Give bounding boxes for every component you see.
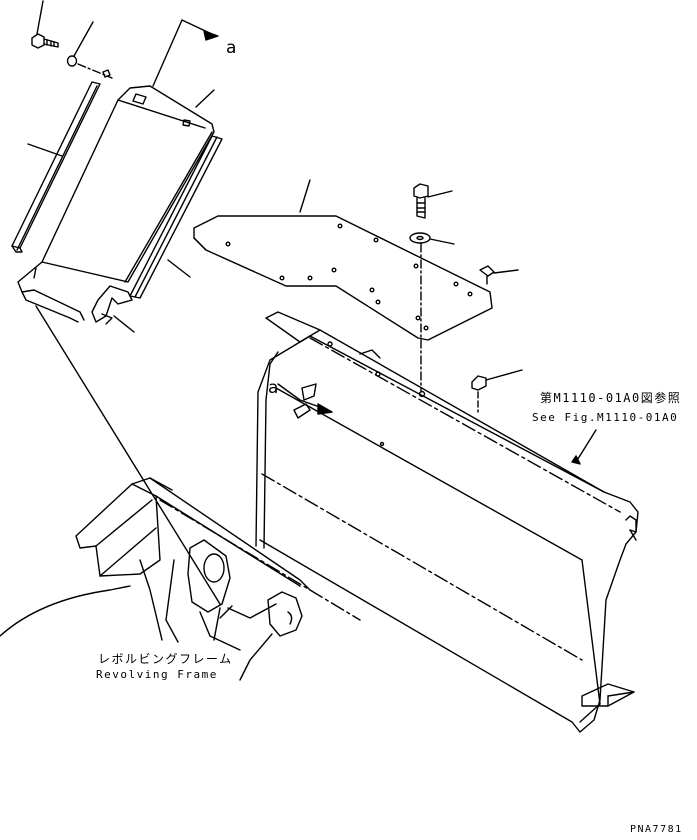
bolt-top-left [31, 33, 59, 49]
clip-small [102, 69, 111, 78]
hood-body [255, 311, 639, 733]
bolt-plate [413, 183, 429, 219]
drawing-number: PNA7781 [630, 824, 683, 835]
frame-label-jp: レボルビングフレーム [98, 652, 233, 666]
seal-strip-left [11, 81, 101, 253]
leader-frame [35, 305, 221, 605]
washer-top-left [66, 55, 78, 67]
hood-notch [293, 383, 317, 419]
leader-rubber-cap [485, 369, 523, 381]
view-label-top: a [226, 38, 237, 58]
leader-bolt-top-left [36, 0, 44, 35]
leader-bolt-plate [427, 190, 453, 198]
leader-ref [575, 429, 597, 463]
rubber-cap [471, 375, 487, 413]
view-label-mid: a [268, 378, 279, 398]
leader-seal-right [167, 259, 191, 278]
side-cover-panel [41, 85, 215, 283]
top-cover-plate [193, 215, 493, 341]
leader-washer-top-left [73, 21, 94, 57]
reference-label-jp: 第M1110-01A0図参照 [540, 391, 682, 405]
leader-washer-plate [429, 238, 455, 245]
leader-cover-panel [195, 89, 215, 108]
view-arrow-mid [277, 383, 333, 415]
leader-top-plate [299, 179, 311, 213]
washer-plate [409, 232, 431, 244]
revolving-frame [0, 477, 361, 681]
reference-label-en: See Fig.M1110-01A0 [532, 411, 679, 424]
leader-seal-left [27, 143, 63, 157]
frame-label-en: Revolving Frame [96, 668, 218, 681]
ref-mark [571, 455, 581, 465]
leader-frame-label [213, 607, 221, 641]
plug-plate [479, 265, 495, 285]
view-arrow-top [152, 19, 219, 87]
centerline-bolt [77, 63, 113, 79]
leader-bracket [113, 315, 135, 333]
panel-bottom-lip [17, 261, 85, 323]
panel-bracket [91, 285, 133, 325]
leader-plug-plate [493, 269, 519, 274]
seal-strip-right [129, 135, 223, 299]
